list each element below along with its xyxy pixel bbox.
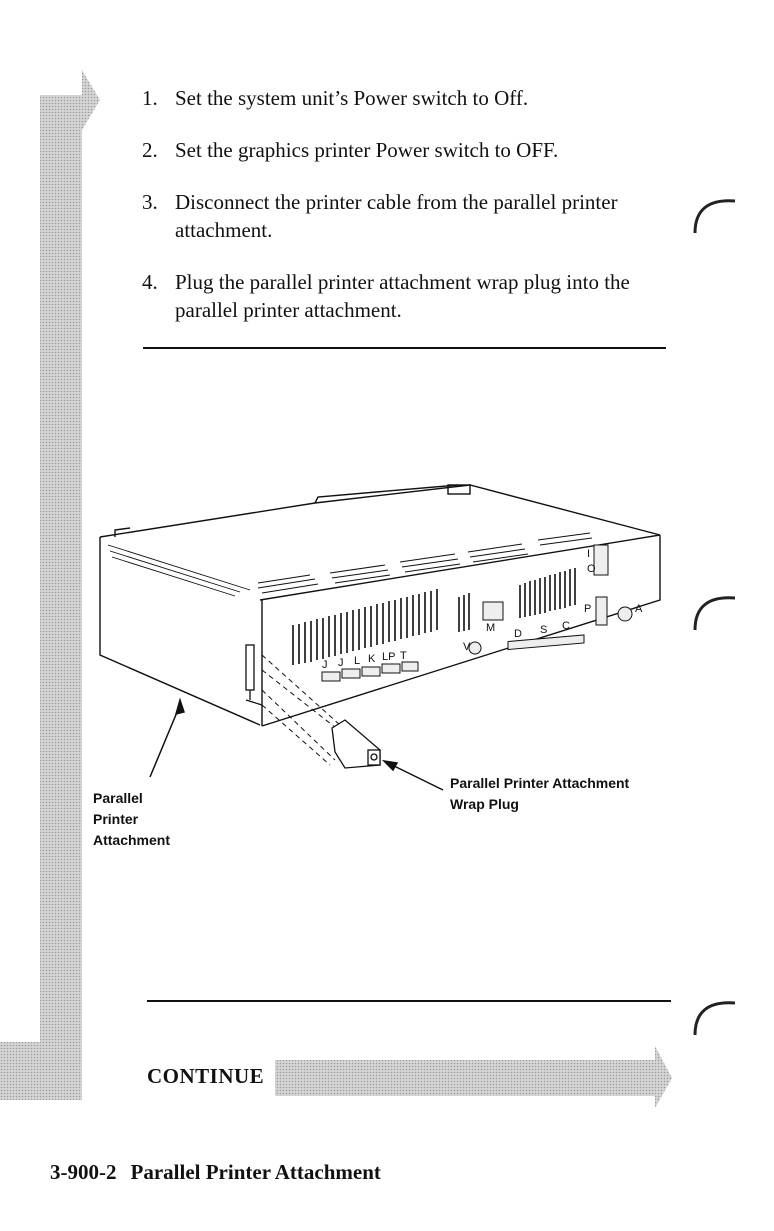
binder-tab-icon bbox=[693, 199, 736, 234]
label-m: M bbox=[486, 622, 495, 634]
label-j1: J bbox=[322, 659, 328, 671]
step-text: Set the system unit’s Power switch to Of… bbox=[175, 86, 529, 110]
binder-tab-icon bbox=[693, 596, 736, 631]
left-flow-bar bbox=[0, 70, 100, 1100]
instruction-steps: 1. Set the system unit’s Power switch to… bbox=[142, 84, 682, 348]
label-l: L bbox=[354, 655, 360, 667]
label-c: C bbox=[562, 620, 570, 632]
continue-label: CONTINUE bbox=[147, 1064, 265, 1088]
step-3: 3. Disconnect the printer cable from the… bbox=[142, 188, 635, 244]
step-number: 1. bbox=[142, 86, 158, 110]
label-k: K bbox=[368, 653, 376, 665]
label-switch-on: I bbox=[587, 548, 590, 560]
label-a: A bbox=[635, 603, 643, 615]
step-text: Disconnect the printer cable from the pa… bbox=[175, 190, 618, 242]
page-reference: 3-900-2 bbox=[50, 1160, 117, 1184]
label-j2: J bbox=[338, 657, 344, 669]
page-footer: 3-900-2 Parallel Printer Attachment bbox=[50, 1160, 381, 1185]
binder-tab-icon bbox=[693, 1001, 736, 1036]
step-1: 1. Set the system unit’s Power switch to… bbox=[142, 84, 682, 112]
section-title: Parallel Printer Attachment bbox=[130, 1160, 381, 1184]
step-number: 4. bbox=[142, 270, 158, 294]
continue-arrow bbox=[275, 1046, 672, 1108]
label-t: T bbox=[400, 650, 407, 662]
step-2: 2. Set the graphics printer Power switch… bbox=[142, 136, 682, 164]
label-d: D bbox=[514, 628, 522, 640]
step-number: 3. bbox=[142, 190, 158, 214]
step-number: 2. bbox=[142, 138, 158, 162]
bottom-divider bbox=[147, 1000, 671, 1002]
label-p: P bbox=[584, 603, 591, 615]
step-text: Set the graphics printer Power switch to… bbox=[175, 138, 559, 162]
label-lp: LP bbox=[382, 651, 395, 663]
label-s: S bbox=[540, 624, 547, 636]
callout-wrap-plug: Parallel Printer Attachment Wrap Plug bbox=[450, 775, 630, 812]
label-v: V bbox=[463, 641, 471, 653]
top-divider bbox=[143, 347, 666, 349]
step-4: 4. Plug the parallel printer attachment … bbox=[142, 268, 682, 324]
callout-parallel-printer-attachment: Parallel Printer Attachment bbox=[93, 790, 171, 848]
label-switch-off: O bbox=[587, 563, 596, 575]
step-text: Plug the parallel printer attachment wra… bbox=[175, 270, 630, 322]
